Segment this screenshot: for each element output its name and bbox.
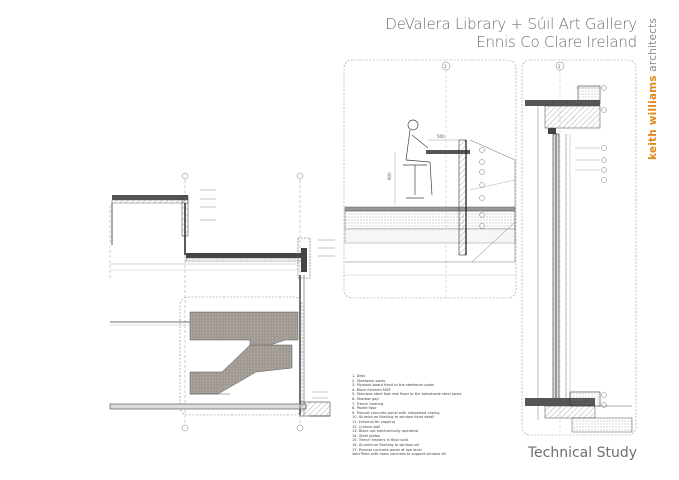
legend-item: 6. Shadow gap [352, 396, 379, 401]
legend-item: 14. Steel plates [352, 433, 381, 438]
building-section [109, 172, 335, 432]
legend-item: 9. Precast concrete panel with integrate… [352, 410, 440, 415]
legend-item: 11. External fin capping [352, 419, 395, 424]
legend-item: 5. Stainless steel foot rest fixed to th… [352, 392, 462, 397]
sheet-subtitle: Technical Study [527, 445, 637, 461]
legend-item: 10. Aluminium flashing to window head de… [352, 415, 435, 420]
legend-item: 17. Precast concrete panel at low level [352, 447, 422, 452]
detail-ref-a: 2 [444, 64, 447, 69]
height-label: 900 [387, 172, 392, 180]
legend-item: 2. Steelwork posts [352, 378, 386, 383]
project-title: DeValera Library + Súil Art Gallery [385, 15, 637, 33]
dim-label: 500 [437, 134, 445, 139]
legend-item: 8. Paved floor [352, 406, 377, 411]
legend-item: 15. Trench heaters in floor void [352, 438, 408, 443]
legend-item: Void filled with mass concrete to suppor… [352, 452, 447, 457]
detail-legend: 1. Desk 2. Steelwork posts 3. Plywood bo… [352, 374, 461, 457]
project-location: Ennis Co Clare Ireland [476, 33, 637, 51]
legend-item: 1. Desk [352, 374, 366, 378]
legend-item: 7. Trench heating [352, 401, 384, 406]
legend-item: 12. Curtain wall [352, 424, 381, 429]
legend-item: 13. Black out electronically operated [352, 429, 419, 434]
legend-item: 4. Black finished MDF [352, 387, 391, 392]
desk-detail: 500 900 2 [343, 59, 517, 299]
detail-ref-b: 2 [558, 64, 561, 69]
legend-item: 16. Aluminium flashing to window sill [352, 442, 419, 447]
legend-item: 3. Plywood board fixed to the steelwork … [352, 383, 435, 388]
curtain-wall-section: 2 [521, 59, 637, 436]
